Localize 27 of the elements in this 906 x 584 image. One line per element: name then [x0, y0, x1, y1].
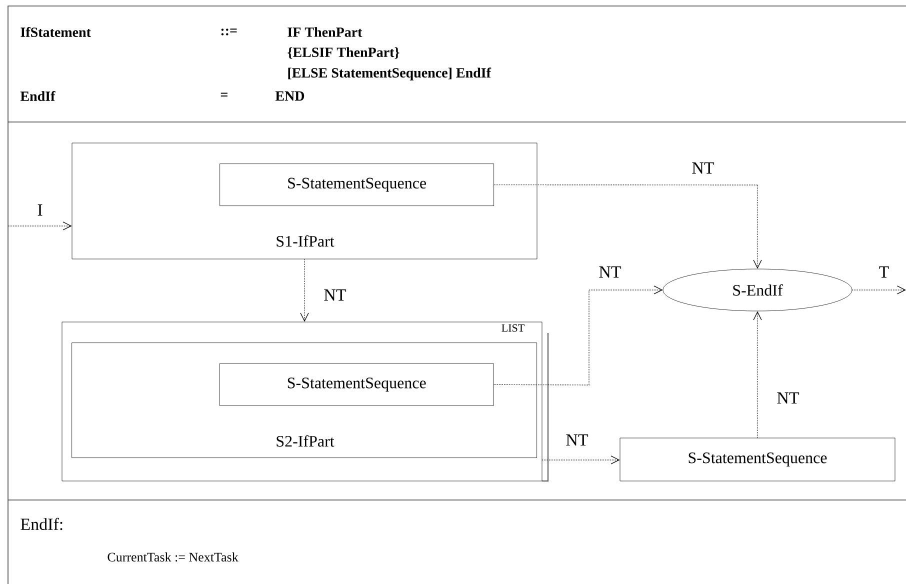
arrow — [300, 258, 309, 322]
process-box: S-StatementSequence — [220, 164, 494, 206]
edge-label: NT — [690, 161, 716, 175]
arrow — [542, 456, 620, 464]
grammar-text: IfStatement — [20, 27, 91, 37]
arrow — [852, 286, 906, 294]
arrow — [8, 222, 72, 230]
arrow — [494, 184, 762, 269]
grammar-text: IF ThenPart — [288, 27, 362, 37]
edge-label: NT — [564, 433, 590, 447]
arrow — [753, 311, 762, 438]
edge-label: NT — [322, 288, 348, 302]
edge-label: NT — [776, 391, 800, 405]
grammar-text: [ELSE StatementSequence] EndIf — [288, 68, 492, 80]
edge-label: I — [36, 203, 44, 217]
edge-label: T — [878, 265, 890, 279]
arrow — [493, 286, 663, 386]
section-heading: EndIf: — [20, 518, 62, 530]
grammar-text: END — [275, 91, 304, 101]
process-box: S-StatementSequence — [219, 363, 494, 406]
grammar-text: EndIf — [20, 91, 56, 101]
process-box: S-StatementSequence — [620, 438, 896, 482]
grammar-text: {ELSIF ThenPart} — [288, 47, 400, 59]
code-line: CurrentTask := NextTask — [108, 552, 238, 562]
grammar-text: ::= — [221, 28, 237, 36]
grammar-text: = — [220, 92, 228, 96]
edge-label: NT — [598, 265, 622, 279]
